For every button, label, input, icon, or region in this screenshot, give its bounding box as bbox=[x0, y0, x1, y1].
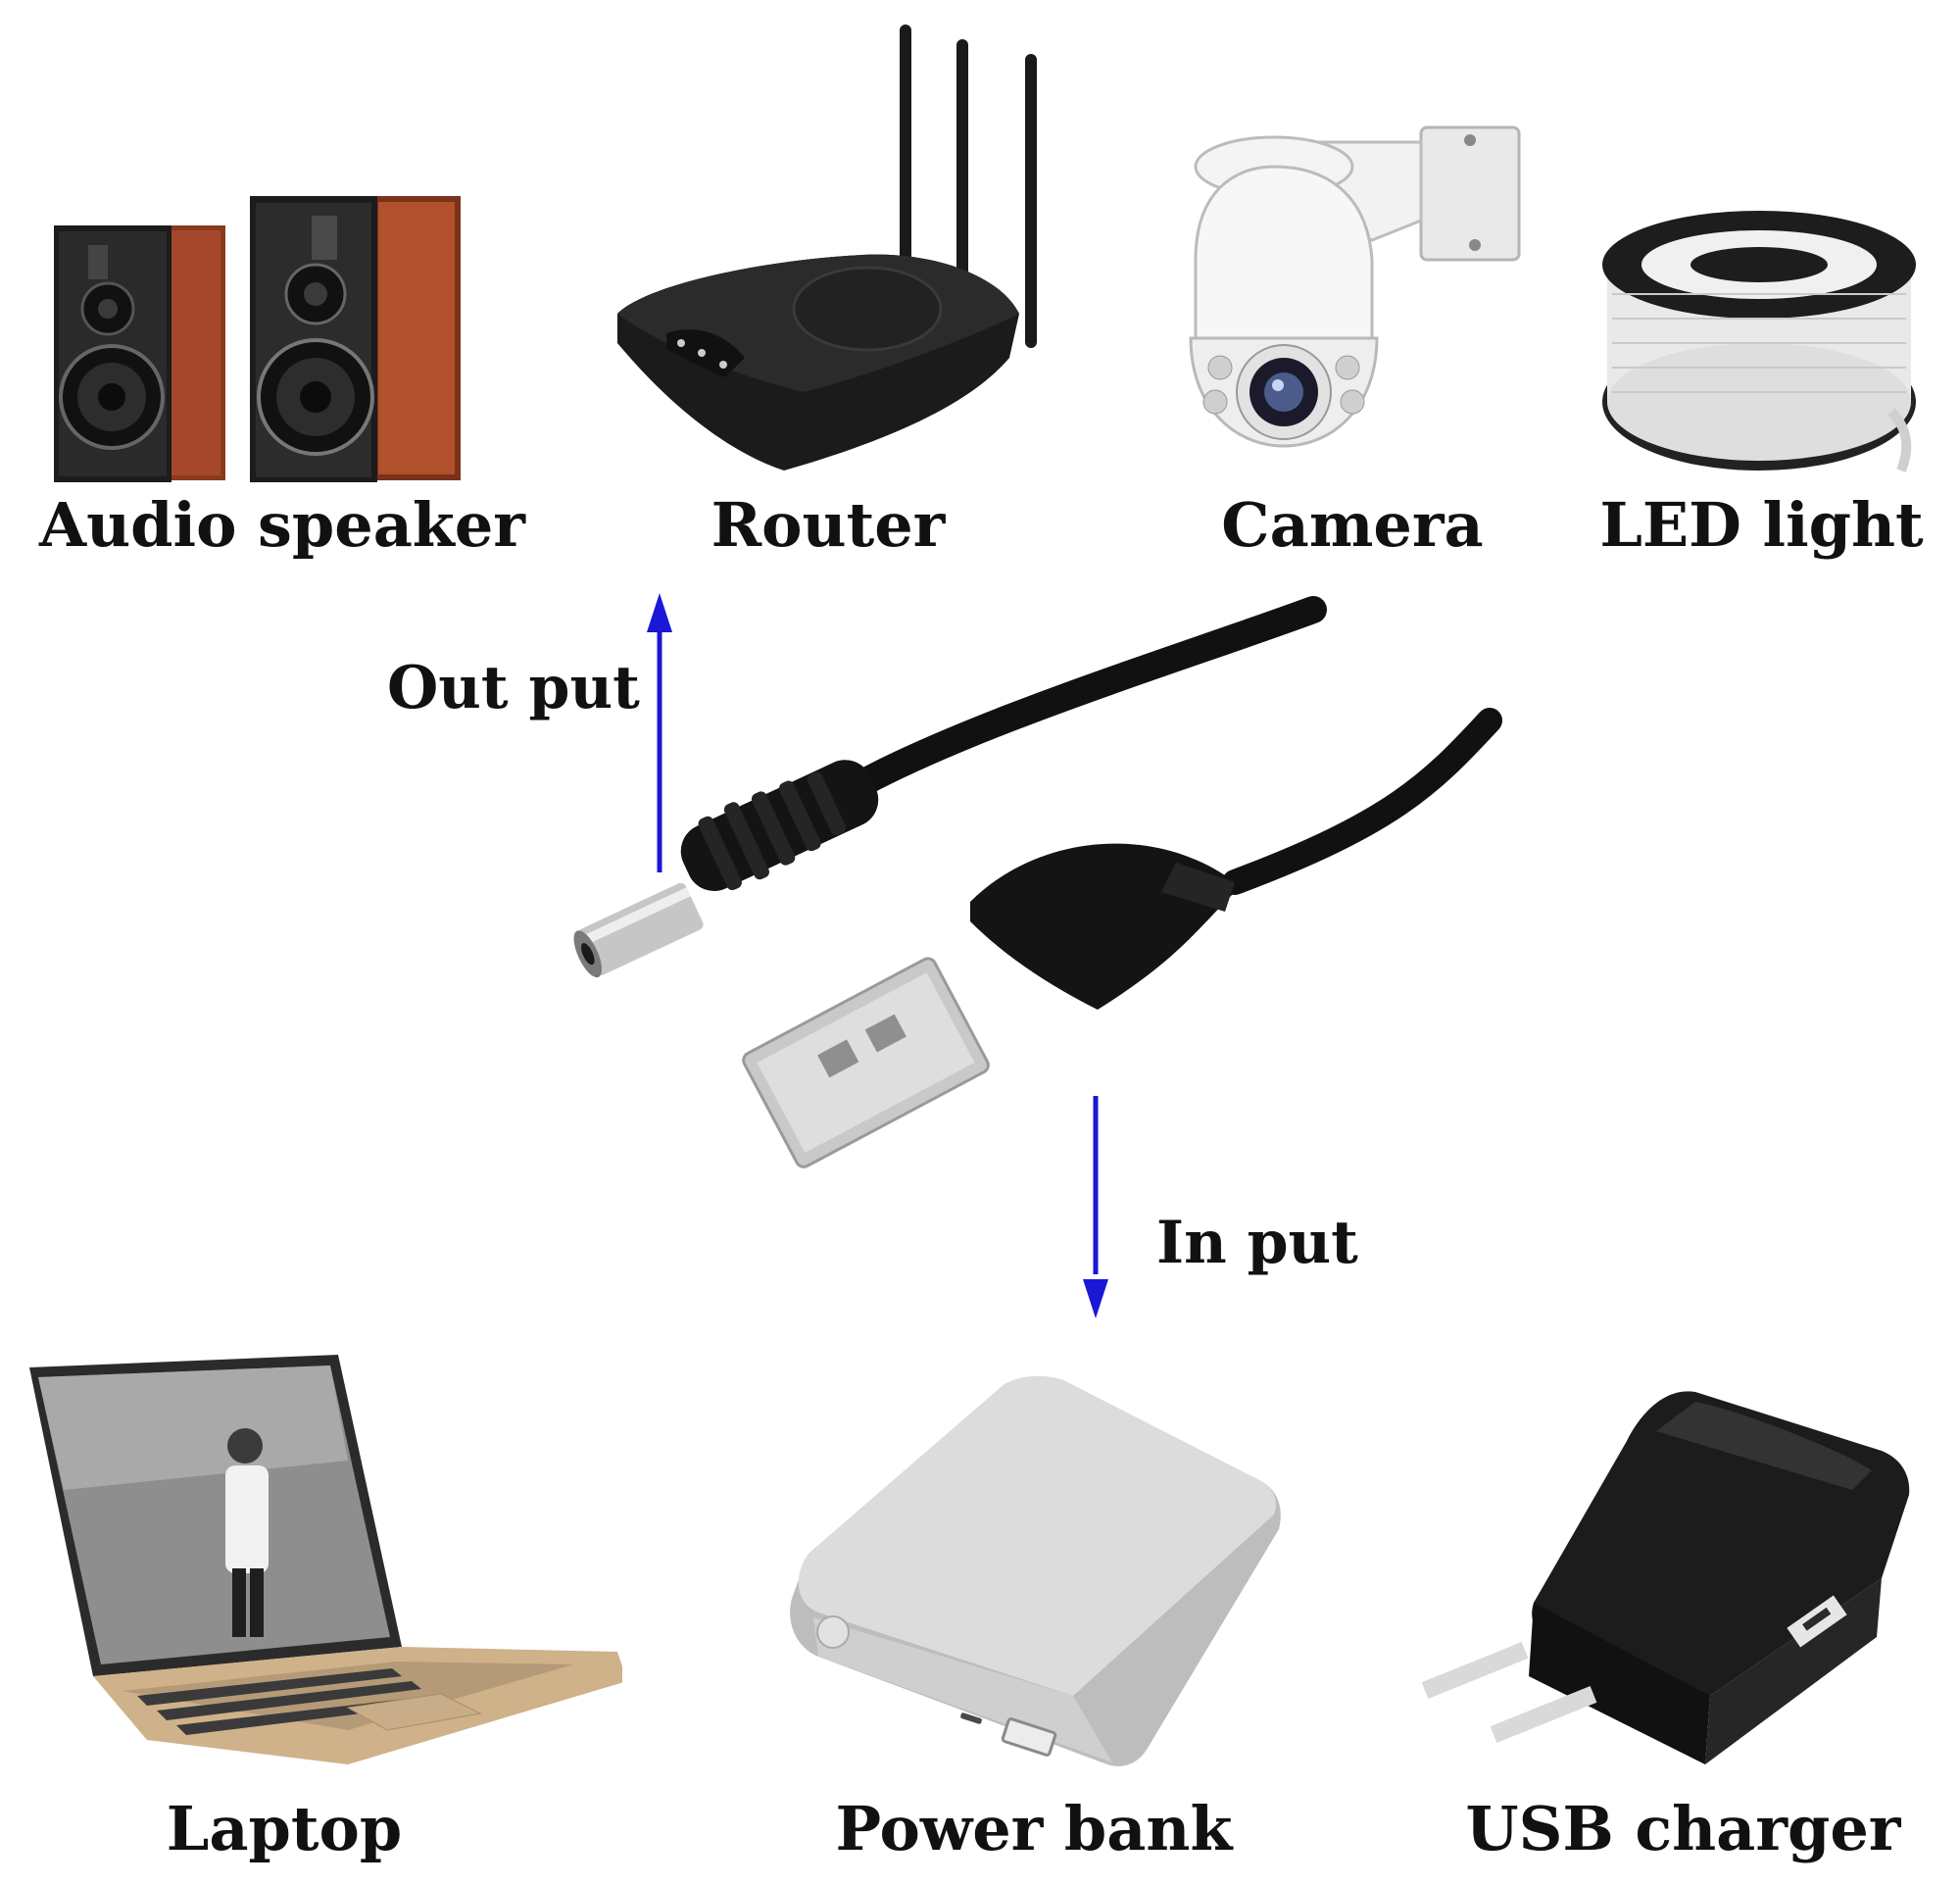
usb-to-dc-cable-icon bbox=[549, 588, 1509, 1186]
label-power-bank: Power bank bbox=[835, 1793, 1233, 1864]
output-arrow bbox=[647, 593, 672, 872]
usb-charger-icon bbox=[1421, 1382, 1921, 1774]
label-router: Router bbox=[710, 489, 946, 561]
label-led-light: LED light bbox=[1599, 489, 1924, 561]
label-audio-speaker: Audio speaker bbox=[39, 489, 525, 561]
input-arrow bbox=[1083, 1096, 1108, 1318]
label-laptop: Laptop bbox=[166, 1793, 403, 1864]
router-icon bbox=[608, 20, 1049, 480]
laptop-icon bbox=[24, 1353, 622, 1764]
power-bank-icon bbox=[779, 1372, 1289, 1774]
output-label: Out put bbox=[387, 654, 640, 722]
led-strip-icon bbox=[1597, 206, 1921, 480]
camera-icon bbox=[1176, 113, 1534, 475]
speaker-icon bbox=[49, 186, 466, 490]
label-camera: Camera bbox=[1221, 489, 1484, 561]
input-label: In put bbox=[1156, 1209, 1358, 1277]
label-usb-charger: USB charger bbox=[1465, 1793, 1901, 1864]
